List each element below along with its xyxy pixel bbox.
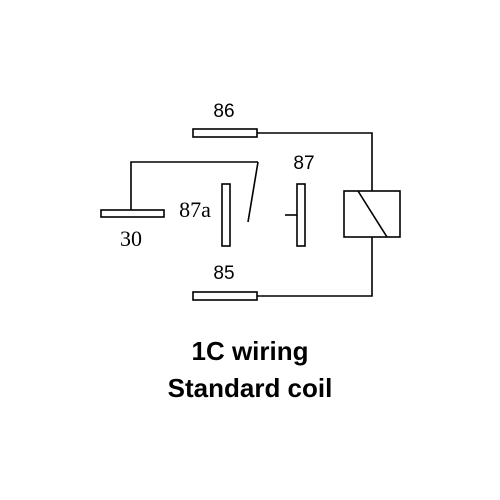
label-85: 85 [213,263,234,284]
label-30: 30 [120,226,142,251]
contact-87-pin [296,183,306,247]
label-87a: 87a [179,197,211,222]
label-87: 87 [293,153,314,174]
contact-87a-pin [221,183,231,247]
terminal-85-pin [192,291,258,301]
diagram-subtitle: Standard coil [167,373,333,403]
switch-arm [247,161,259,223]
wire-85-to-coil [257,237,373,297]
relay-coil [343,190,401,238]
terminal-86-pin [192,128,258,138]
wire-30-common [130,161,258,213]
coil-diagonal [357,190,388,238]
label-86: 86 [213,101,234,122]
wire-86-to-coil [257,132,373,191]
terminal-30-pin [100,209,165,218]
wires [130,132,373,297]
diagram-title: 1C wiring [191,336,309,366]
